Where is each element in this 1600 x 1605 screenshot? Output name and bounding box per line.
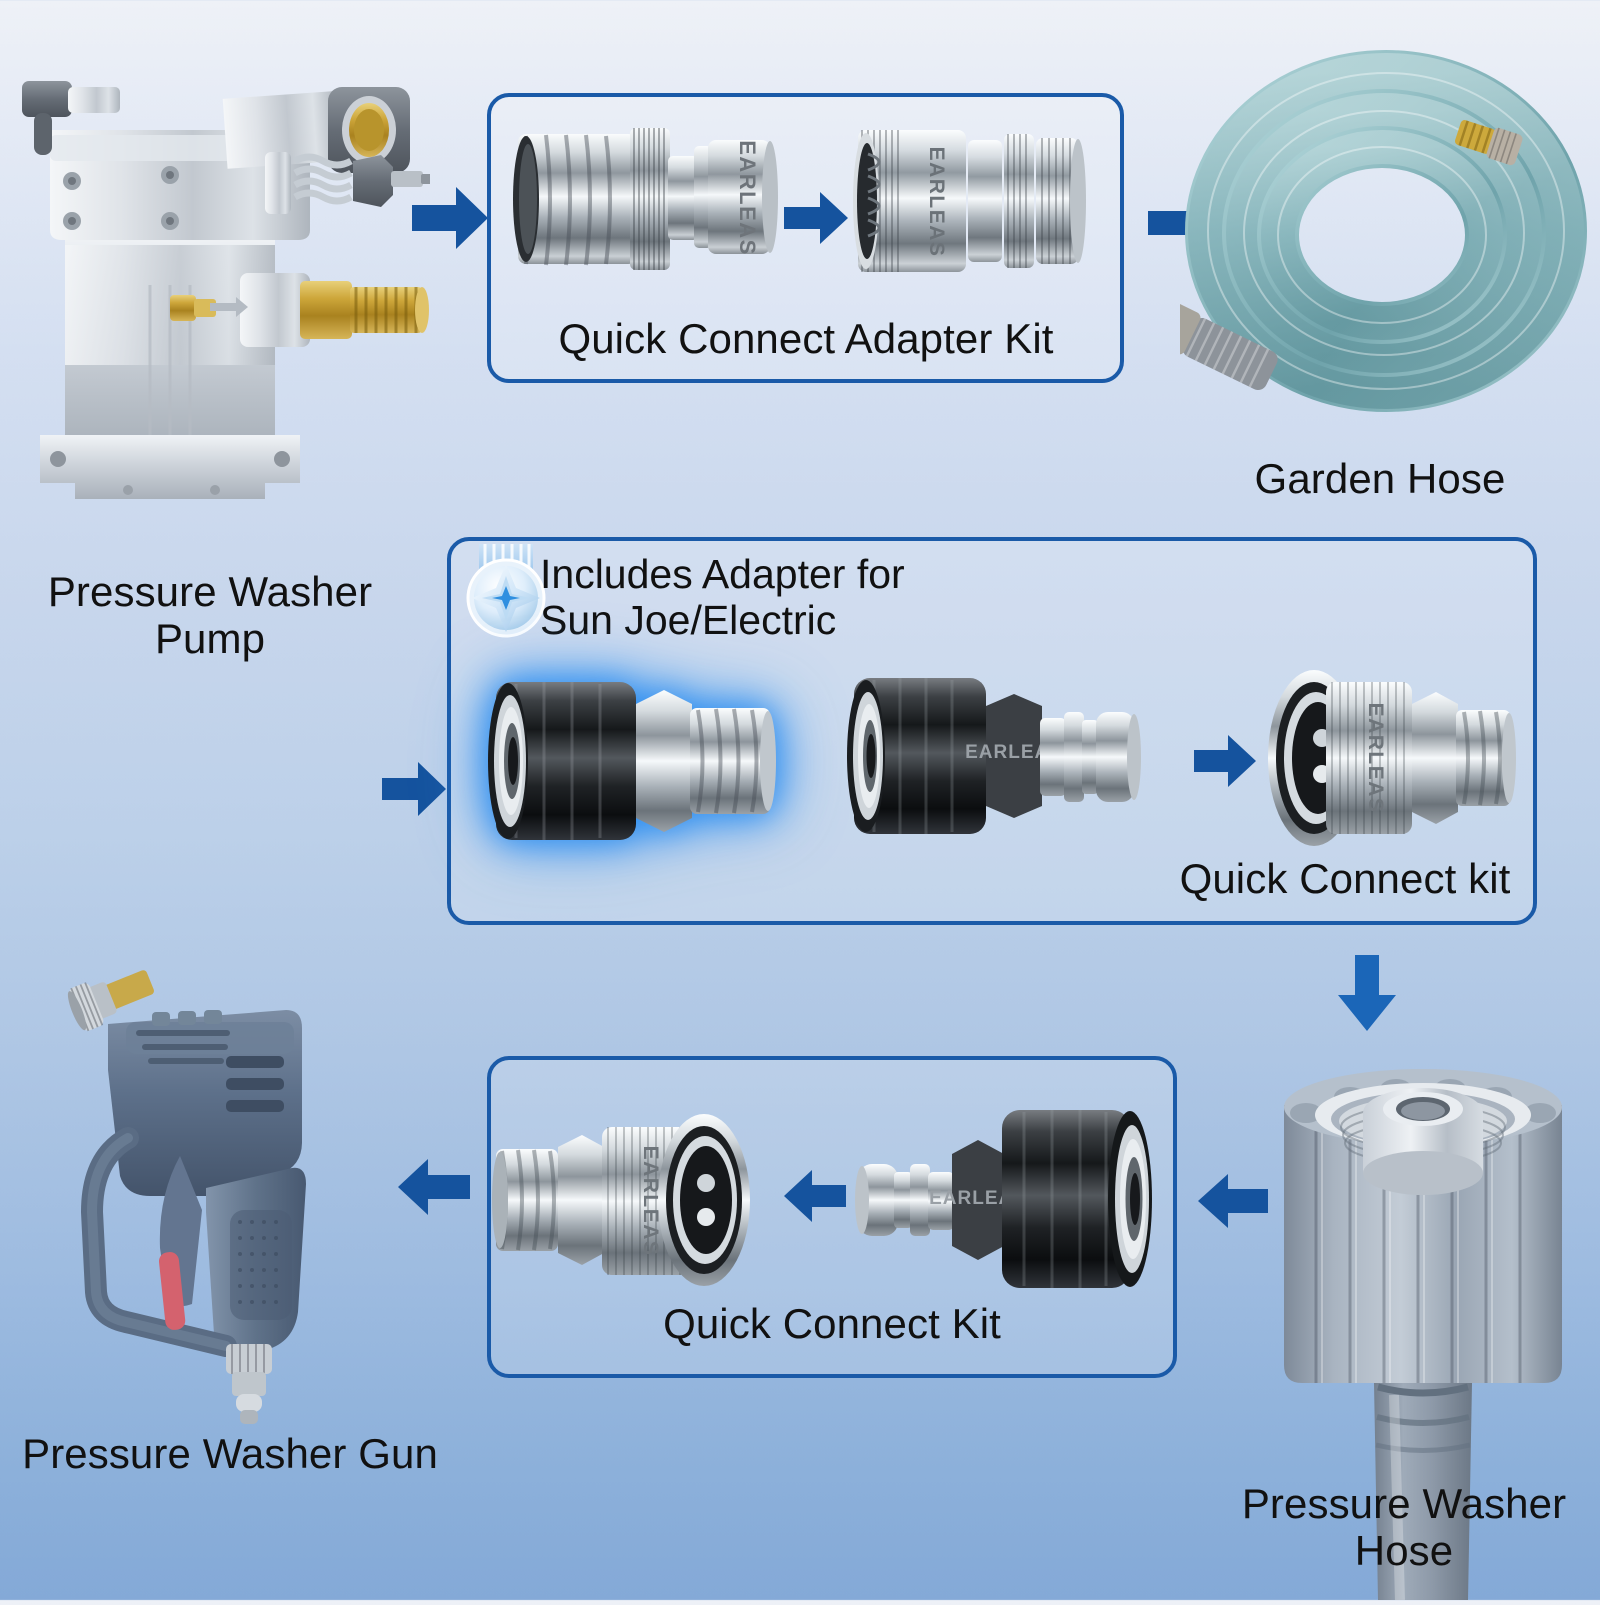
pressure-washer-pump-image <box>10 35 437 525</box>
garden-hose-image <box>1152 35 1600 435</box>
adapter-kit-fitting-ght-plug: EARLEAS <box>508 116 788 281</box>
quick-connect-kit-mid-label: Quick Connect kit <box>1179 855 1511 902</box>
arrow-right-to-quick-connect-kit <box>1194 733 1256 789</box>
sun-joe-badge-text: Includes Adapter for Sun Joe/Electric <box>540 551 1100 644</box>
star-medal-icon <box>457 542 555 640</box>
quick-connect-socket-mid: EARLEAS <box>1266 662 1516 854</box>
arrow-left-to-gun <box>398 1157 470 1217</box>
quick-connect-plug-black-knob: EARLEAS <box>852 1092 1162 1304</box>
brand-engraving: EARLEAS <box>735 140 760 256</box>
arrow-right-pump-to-adapter <box>412 185 488 251</box>
sun-joe-adapter-part <box>486 660 786 860</box>
quick-connect-socket-bottom: EARLEAS <box>492 1105 760 1295</box>
svg-text:EARLEAS: EARLEAS <box>925 147 948 258</box>
pressure-washer-pump-label: Pressure Washer Pump <box>47 568 373 663</box>
svg-text:EARLEAS: EARLEAS <box>965 742 1063 763</box>
badge-line-2: Sun Joe/Electric <box>540 596 837 643</box>
quick-connect-kit-bottom-label: Quick Connect Kit <box>663 1300 1001 1347</box>
badge-line-1: Includes Adapter for <box>540 551 905 597</box>
arrow-down-to-bottom-row <box>1336 955 1398 1031</box>
arrow-right-inside-adapter-box <box>784 190 848 246</box>
mid-adapter-black-knob-plug: EARLEAS <box>846 662 1146 852</box>
pressure-washer-hose-label: Pressure Washer Hose <box>1241 1480 1567 1575</box>
quick-connect-adapter-kit-label: Quick Connect Adapter Kit <box>558 315 1054 362</box>
pressure-washer-hose-image <box>1258 1035 1588 1601</box>
arrow-left-inside-bottom-box <box>784 1168 846 1224</box>
arrow-right-into-middle-box <box>382 760 446 818</box>
garden-hose-label: Garden Hose <box>1254 455 1506 502</box>
pressure-washer-gun-label: Pressure Washer Gun <box>22 1430 438 1477</box>
svg-text:EARLEAS: EARLEAS <box>1364 703 1387 814</box>
adapter-kit-fitting-female-coupler: EARLEAS <box>852 116 1092 286</box>
svg-text:EARLEAS: EARLEAS <box>929 1188 1027 1209</box>
arrow-left-hose-to-kit <box>1198 1172 1268 1230</box>
svg-text:EARLEAS: EARLEAS <box>639 1146 662 1257</box>
pressure-washer-gun-image <box>30 960 430 1430</box>
